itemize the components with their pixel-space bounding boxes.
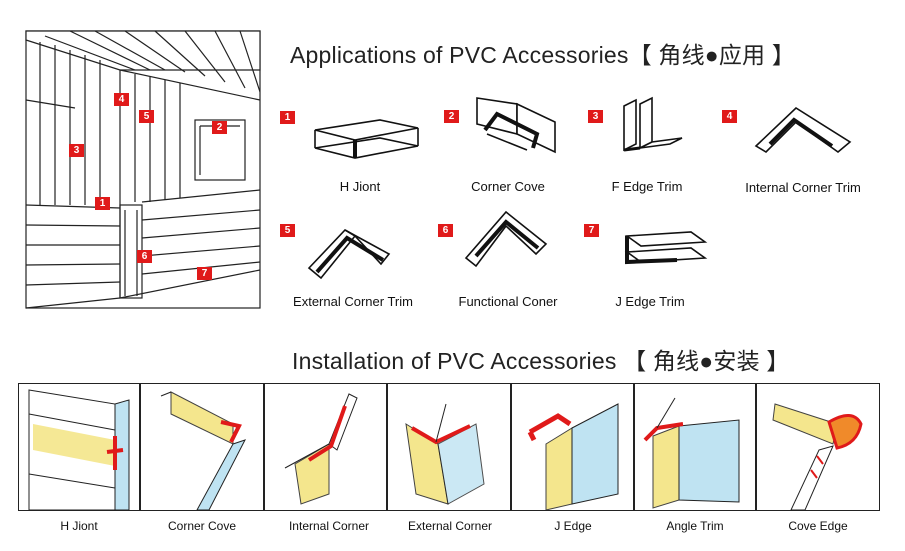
install-label-external-corner: External Corner — [407, 519, 493, 533]
product-badge-7: 7 — [584, 224, 599, 237]
corner-cove-icon — [467, 94, 561, 156]
scene-badge-6: 6 — [137, 250, 152, 263]
install-panel-h-joint — [18, 383, 140, 511]
product-badge-6: 6 — [438, 224, 453, 237]
install-panel-angle-trim — [634, 383, 756, 511]
install-label-corner-cove: Corner Cove — [167, 519, 237, 533]
product-badge-2: 2 — [444, 110, 459, 123]
product-badge-5: 5 — [280, 224, 295, 237]
scene-badge-2: 2 — [212, 121, 227, 134]
scene-badge-5: 5 — [139, 110, 154, 123]
scene-badge-1: 1 — [95, 197, 110, 210]
product-label-6: Functional Coner — [458, 294, 558, 309]
scene-badge-4: 4 — [114, 93, 129, 106]
f-edge-trim-icon — [610, 96, 686, 156]
product-badge-1: 1 — [280, 111, 295, 124]
install-label-internal-corner: Internal Corner — [288, 519, 370, 533]
install-panel-external-corner — [387, 383, 511, 511]
install-panel-corner-cove — [140, 383, 264, 511]
room-drawing — [25, 30, 261, 309]
product-badge-4: 4 — [722, 110, 737, 123]
scene-badge-7: 7 — [197, 267, 212, 280]
j-edge-trim-icon — [617, 222, 711, 270]
product-label-1: H Jiont — [339, 179, 381, 194]
product-label-5: External Corner Trim — [293, 294, 413, 309]
product-badge-3: 3 — [588, 110, 603, 123]
installation-title: Installation of PVC Accessories 【 角线●安装 … — [292, 348, 790, 374]
product-label-2: Corner Cove — [471, 179, 545, 194]
internal-corner-trim-icon — [750, 100, 856, 158]
install-label-cove-edge: Cove Edge — [788, 519, 848, 533]
product-label-4: Internal Corner Trim — [745, 180, 861, 195]
install-label-j-edge: J Edge — [554, 519, 592, 533]
install-panel-internal-corner — [264, 383, 387, 511]
install-panel-cove-edge — [756, 383, 880, 511]
room-illustration: 4 5 2 3 1 6 7 — [25, 30, 261, 310]
scene-badge-3: 3 — [69, 144, 84, 157]
external-corner-trim-icon — [303, 214, 395, 284]
install-label-angle-trim: Angle Trim — [666, 519, 724, 533]
h-joint-icon — [310, 112, 422, 162]
install-panel-j-edge — [511, 383, 634, 511]
applications-title: Applications of PVC Accessories【 角线●应用 】 — [290, 42, 796, 68]
product-label-3: F Edge Trim — [611, 179, 683, 194]
install-label-h-joint: H Jiont — [60, 519, 98, 533]
functional-corner-icon — [462, 208, 552, 274]
product-label-7: J Edge Trim — [615, 294, 685, 309]
